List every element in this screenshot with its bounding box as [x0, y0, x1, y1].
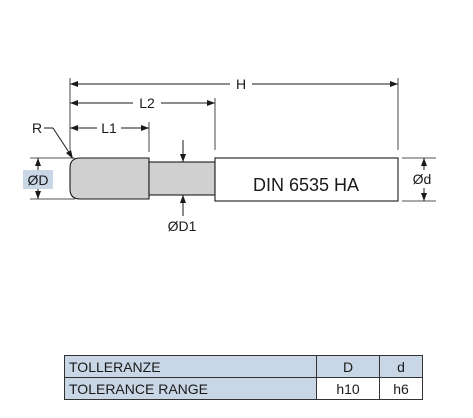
- tolerance-d-upper: h10: [315, 377, 381, 400]
- label-d-highlight: [23, 170, 53, 189]
- table-row: TOLERANCE RANGE h10 h6: [64, 377, 423, 400]
- label-l2: L2: [139, 95, 155, 111]
- dimension-dd: [421, 158, 427, 201]
- radius-leader: [44, 127, 73, 159]
- label-h: H: [236, 76, 246, 92]
- dimension-l2: [70, 100, 215, 106]
- tool-shank: [214, 157, 399, 202]
- label-dd: Ød: [413, 171, 432, 187]
- tool-head: [69, 157, 150, 200]
- row-label-en: TOLERANCE RANGE: [64, 377, 317, 400]
- row-label-it: TOLLERANZE: [64, 355, 317, 378]
- tolerance-table: TOLLERANZE D d TOLERANCE RANGE h10 h6: [64, 355, 423, 400]
- table-row: TOLLERANZE D d: [64, 355, 423, 378]
- dimension-l1: [70, 125, 149, 131]
- tool-neck: [148, 161, 216, 196]
- tolerance-d-lower: h6: [379, 377, 423, 400]
- label-d: ØD: [28, 172, 49, 188]
- label-d1: ØD1: [168, 218, 197, 234]
- col-header-d-lower: d: [379, 355, 423, 378]
- col-header-d-upper: D: [315, 355, 381, 378]
- dimension-d1: [180, 140, 186, 216]
- label-l1: L1: [101, 120, 117, 136]
- standard-label: DIN 6535 HA: [253, 175, 359, 195]
- label-r: R: [32, 120, 42, 136]
- dimension-h: [70, 81, 398, 87]
